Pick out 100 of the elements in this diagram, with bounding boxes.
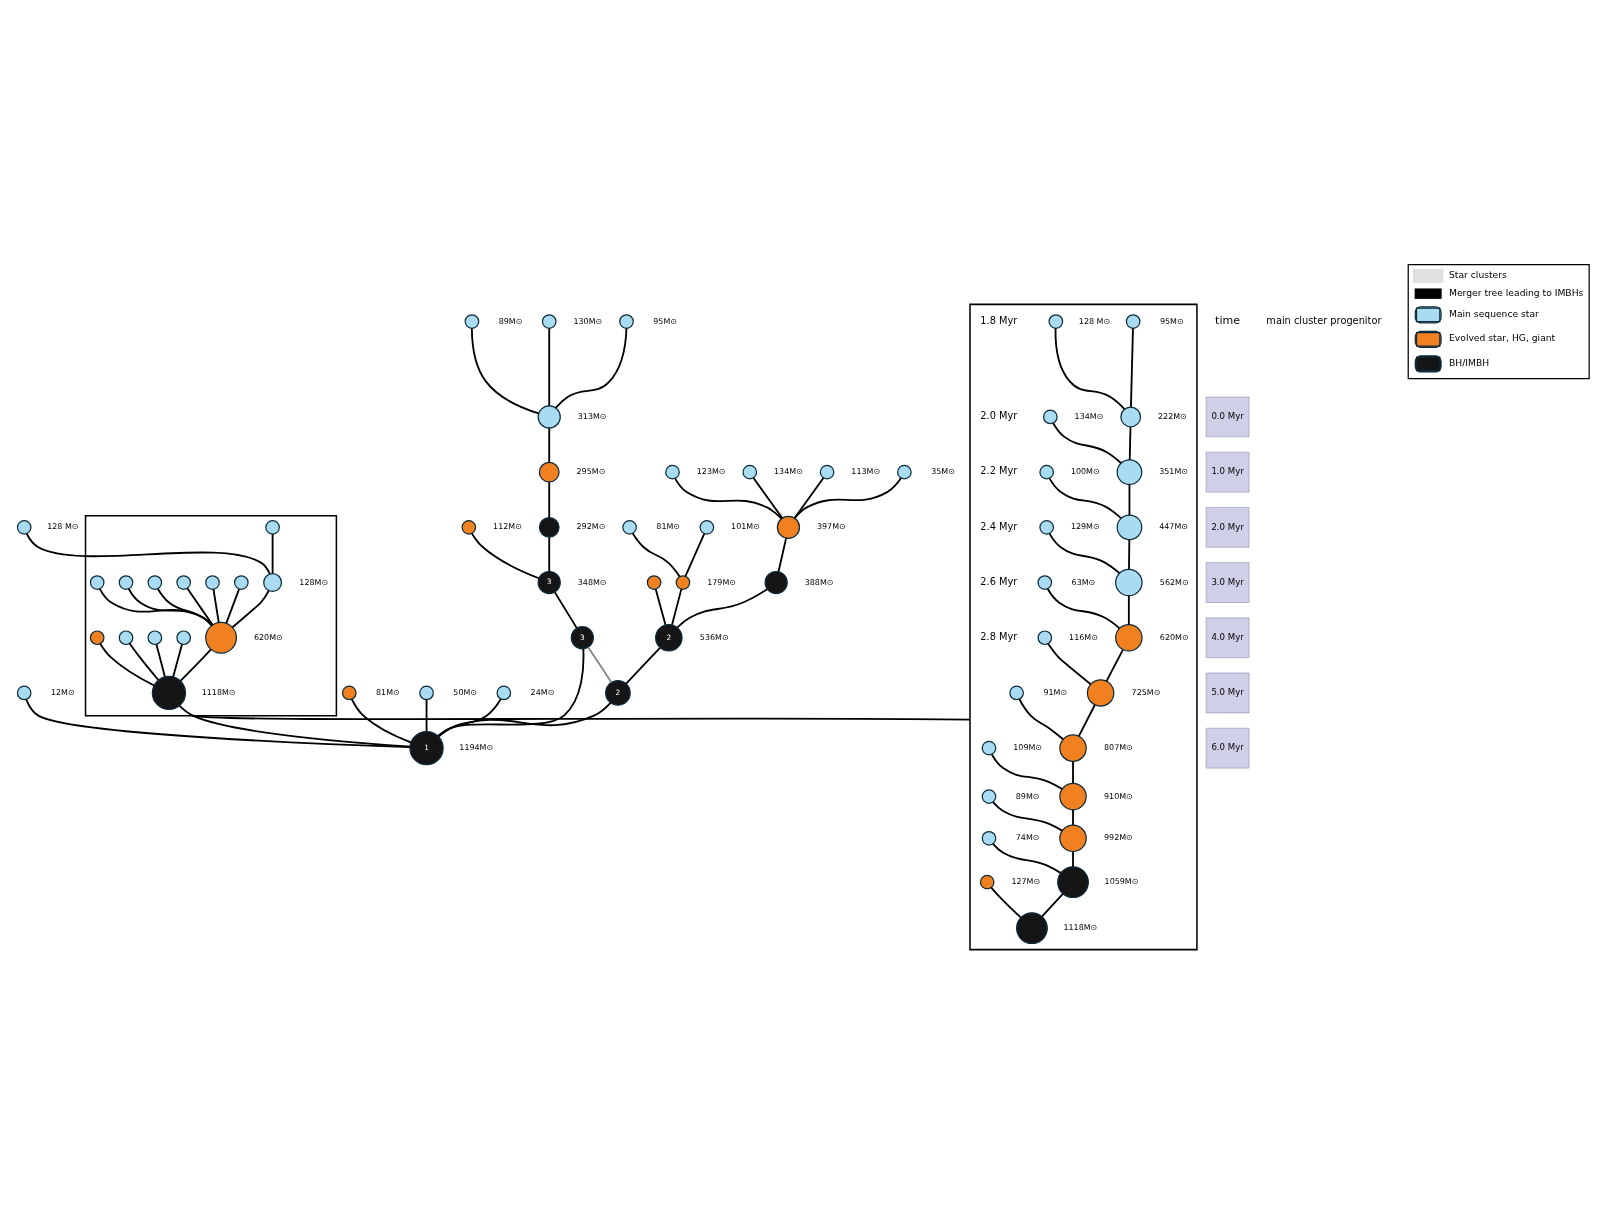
node-circle xyxy=(1115,623,1143,652)
connector xyxy=(1072,760,1074,784)
node-circle xyxy=(1009,685,1024,700)
node-circle xyxy=(1116,513,1143,540)
connector xyxy=(674,477,783,520)
node-circle xyxy=(1125,313,1141,329)
label: 3.0 Myr xyxy=(1211,576,1244,587)
label: 2.2 Myr xyxy=(980,464,1018,476)
node-circle xyxy=(537,404,561,429)
connector xyxy=(1048,532,1121,574)
node-circle xyxy=(1116,458,1143,485)
connector xyxy=(1052,421,1122,464)
connector xyxy=(98,587,214,626)
node-circle xyxy=(646,574,662,590)
node-circle xyxy=(981,830,997,846)
node-circle xyxy=(538,461,560,483)
legend-label: Main sequence star xyxy=(1449,307,1539,319)
node-circle xyxy=(1037,629,1053,645)
node-circle xyxy=(538,516,560,538)
node-circle xyxy=(461,519,477,535)
connector xyxy=(548,535,551,572)
node-circle xyxy=(619,313,634,329)
legend-label: Star clusters xyxy=(1449,268,1507,280)
connector xyxy=(470,327,540,414)
node-circle xyxy=(1059,782,1087,810)
label: 1.8 Myr xyxy=(980,314,1018,326)
connector xyxy=(654,587,667,626)
node-circle xyxy=(541,313,557,329)
connector xyxy=(231,589,270,628)
node-circle xyxy=(819,464,835,479)
label: 2.6 Myr xyxy=(980,575,1018,587)
label: 4.0 Myr xyxy=(1211,631,1244,642)
node-circle xyxy=(699,519,715,535)
connector xyxy=(1046,587,1121,629)
node-circle xyxy=(464,313,480,329)
connector xyxy=(1077,703,1096,737)
node-circle xyxy=(263,572,283,592)
connector xyxy=(172,642,183,678)
connector xyxy=(350,697,412,743)
label: main cluster progenitor xyxy=(1266,314,1382,326)
connector xyxy=(1072,850,1074,868)
connector xyxy=(548,326,551,407)
node-circle xyxy=(622,519,637,535)
node-circle xyxy=(176,629,192,645)
legend-label: Merger tree leading to IMBHs xyxy=(1449,286,1584,298)
connector xyxy=(1048,477,1122,519)
connector xyxy=(127,587,213,626)
node-circle xyxy=(16,519,32,535)
connector xyxy=(225,587,240,624)
node-circle xyxy=(341,685,357,700)
label: 2.8 Myr xyxy=(980,630,1018,642)
label: 6.0 Myr xyxy=(1211,741,1244,752)
node-circle xyxy=(233,574,249,590)
node-circle xyxy=(419,685,434,700)
connector xyxy=(1130,326,1134,408)
connector xyxy=(992,800,1064,832)
connector xyxy=(1128,538,1131,570)
node-circle xyxy=(16,685,32,700)
connector xyxy=(155,642,166,678)
node-circle xyxy=(897,464,912,479)
node-circle xyxy=(1086,678,1115,707)
node-circle xyxy=(176,574,192,590)
connector xyxy=(554,327,628,409)
connector xyxy=(470,532,540,579)
legend-label: BH/IMBH xyxy=(1449,356,1490,368)
label: 2.0 Myr xyxy=(980,409,1018,421)
connector xyxy=(777,536,787,573)
connector xyxy=(191,714,971,721)
node-circle xyxy=(981,788,997,804)
connector xyxy=(676,587,769,628)
connector xyxy=(990,753,1064,790)
node-circle xyxy=(1037,574,1053,590)
node-circle xyxy=(89,574,105,590)
connector xyxy=(437,647,585,737)
connector xyxy=(179,648,212,682)
connector xyxy=(684,532,706,577)
node-circle xyxy=(1059,733,1087,762)
connector xyxy=(990,886,1022,918)
label: 2.4 Myr xyxy=(980,520,1018,532)
connector xyxy=(271,532,274,574)
connector xyxy=(25,532,271,575)
node-circle xyxy=(118,629,134,645)
node-circle xyxy=(151,675,187,710)
connector xyxy=(1128,425,1132,461)
connector xyxy=(1128,483,1131,516)
node-circle xyxy=(1057,865,1089,898)
connector xyxy=(128,642,160,681)
legend-label: Evolved star, HG, giant xyxy=(1449,332,1556,343)
node-circle xyxy=(1048,313,1064,329)
label: 2.0 Myr xyxy=(1211,521,1244,532)
node-circle xyxy=(776,515,801,539)
connector xyxy=(671,587,683,626)
node-circle xyxy=(1120,406,1142,427)
connector xyxy=(425,698,428,732)
node-circle xyxy=(205,621,238,654)
node-circle xyxy=(118,574,134,590)
connector xyxy=(178,704,411,747)
connector xyxy=(793,476,902,519)
connector xyxy=(437,697,502,737)
node-circle xyxy=(1039,464,1054,479)
